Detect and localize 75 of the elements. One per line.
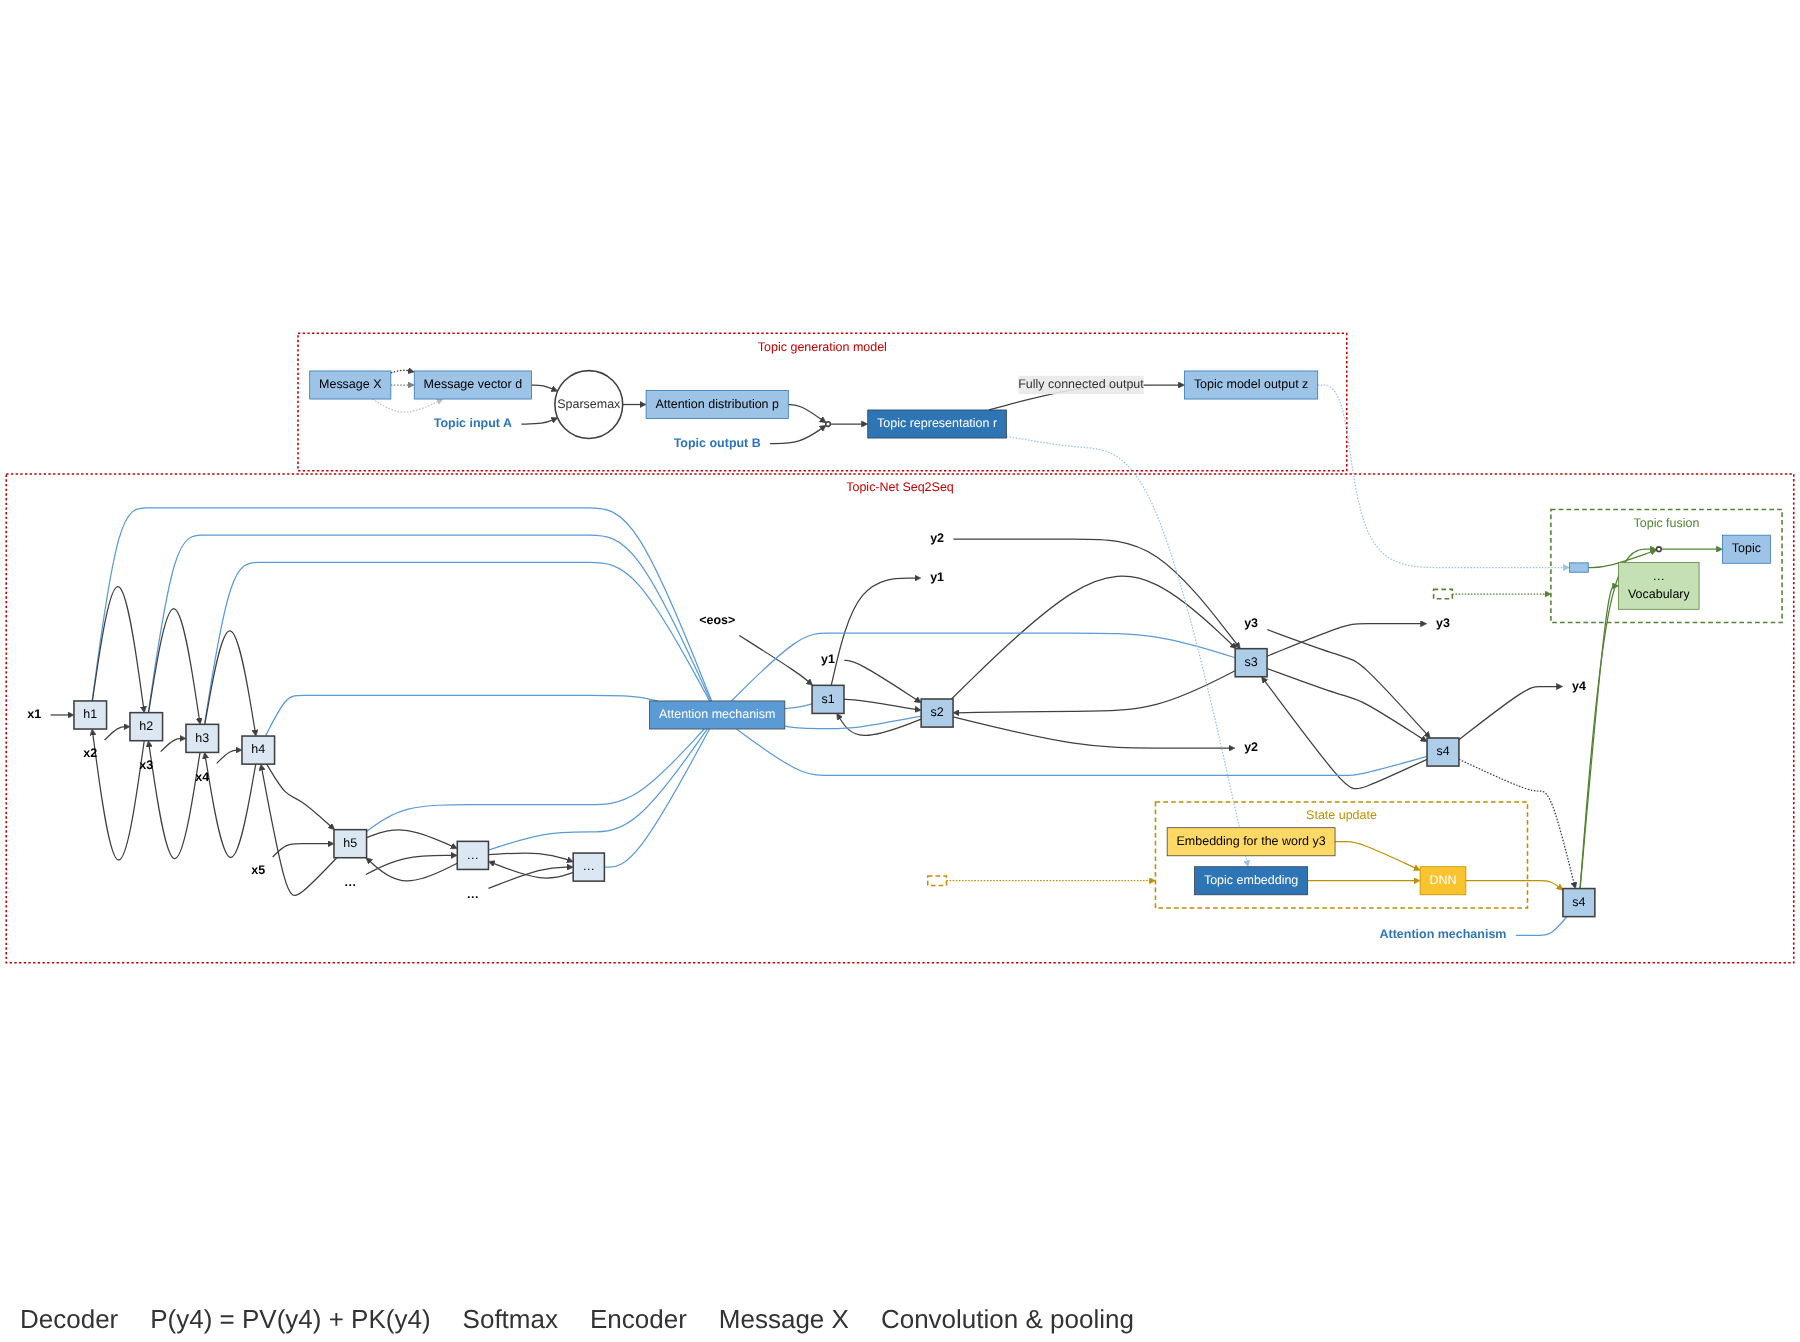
connector	[603, 728, 711, 868]
connector	[91, 507, 713, 702]
arrow	[1334, 841, 1421, 871]
arrow	[1587, 548, 1657, 569]
connector	[147, 534, 712, 714]
arrow	[272, 840, 335, 858]
arrow	[1307, 877, 1421, 885]
arrow	[487, 852, 574, 863]
arrow	[91, 586, 147, 713]
arrow	[488, 860, 574, 879]
arrow	[829, 420, 869, 428]
arrow	[1266, 620, 1427, 657]
arrow	[1261, 676, 1428, 790]
note-text: Encoder	[589, 1304, 687, 1334]
arrow	[843, 659, 922, 703]
arrow	[738, 634, 813, 686]
arrow	[952, 670, 1236, 717]
node-box	[926, 875, 948, 887]
arrow	[836, 713, 922, 736]
arrow	[371, 398, 444, 413]
arrow	[365, 857, 458, 882]
arrow	[390, 367, 415, 374]
arrow	[1660, 545, 1723, 553]
arrow	[216, 746, 243, 764]
arrow	[952, 716, 1236, 752]
connector	[1515, 916, 1568, 936]
arrow	[1458, 758, 1578, 889]
arrow	[1451, 590, 1552, 598]
arrow	[769, 425, 827, 445]
connector	[365, 728, 705, 833]
arrow	[160, 734, 187, 753]
arrow	[530, 384, 558, 392]
arrow	[1458, 683, 1563, 741]
arrow	[1579, 545, 1657, 890]
arrow	[365, 829, 458, 850]
arrow	[945, 877, 1156, 885]
arrow	[787, 403, 827, 423]
arrow	[520, 417, 558, 425]
arrow	[1317, 384, 1570, 571]
arrow	[145, 740, 201, 860]
note-text: Softmax	[462, 1304, 558, 1334]
node-bar	[1569, 562, 1589, 573]
arrow	[365, 851, 458, 876]
note-text: Decoder	[20, 1304, 119, 1334]
connector	[784, 703, 813, 710]
arrow	[147, 608, 203, 725]
node-box	[1432, 588, 1454, 600]
arrow	[1465, 880, 1564, 891]
arrow	[950, 575, 1237, 700]
arrow	[830, 574, 922, 686]
arrow	[89, 728, 145, 861]
arrow	[390, 381, 415, 389]
arrow	[1005, 435, 1250, 867]
arrow	[952, 538, 1241, 649]
connector	[735, 728, 1428, 777]
node-circle	[1655, 546, 1662, 553]
arrow	[49, 711, 75, 719]
note-text: Message X	[718, 1304, 849, 1334]
arrow	[622, 401, 647, 408]
arrow	[487, 863, 574, 889]
arrow	[204, 630, 259, 737]
note-text: P(y4) = PV(y4) + PK(y4)	[150, 1304, 431, 1334]
node-circle	[824, 420, 832, 428]
arrow	[266, 763, 335, 830]
arrow	[202, 752, 257, 858]
arrow	[1266, 667, 1428, 743]
connector	[784, 715, 922, 730]
arrow	[843, 698, 922, 713]
note-text: Convolution & pooling	[880, 1304, 1134, 1334]
arrow	[258, 763, 338, 897]
connector	[203, 561, 711, 725]
connector	[730, 632, 1236, 702]
arrow	[104, 723, 131, 741]
connector	[487, 728, 708, 851]
arrow	[1266, 629, 1431, 739]
